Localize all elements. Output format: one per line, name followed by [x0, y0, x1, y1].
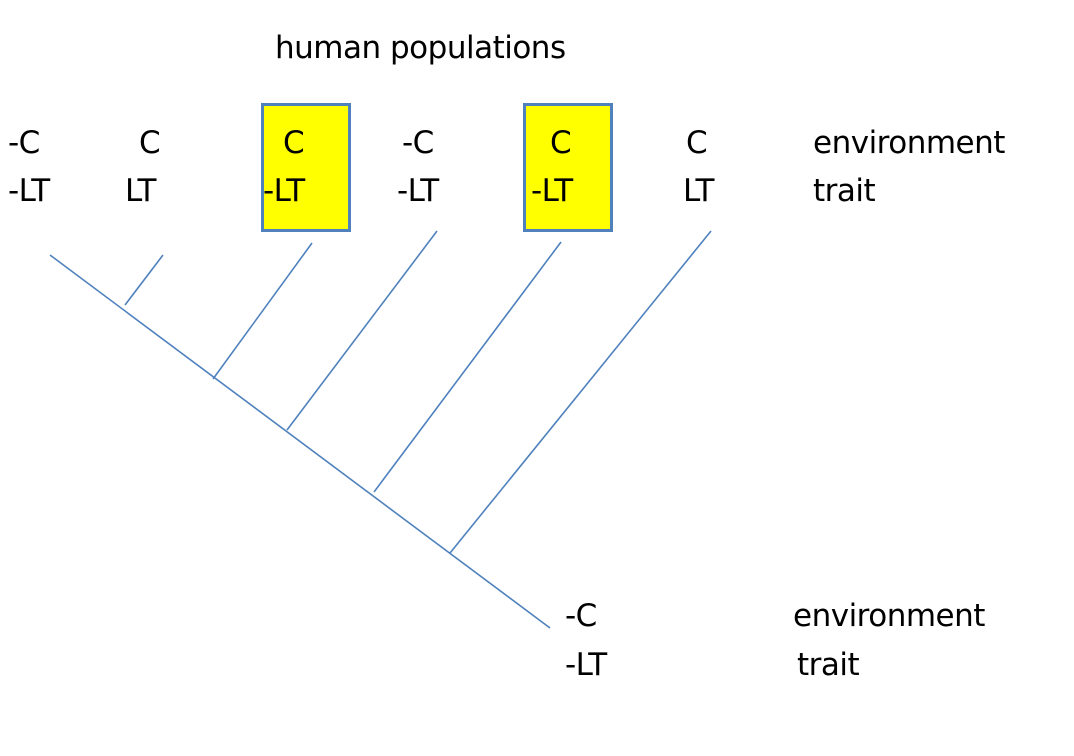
branch-line-2 — [124, 254, 164, 306]
header-environment-label: environment — [813, 125, 1005, 161]
pop-2-trait: LT — [125, 173, 156, 209]
pop-3-environment: C — [283, 125, 305, 161]
pop-6-trait: LT — [683, 173, 714, 209]
branch-line-4 — [286, 230, 438, 431]
pop-1-environment: -C — [8, 125, 40, 161]
pop-5-trait: -LT — [531, 173, 573, 209]
ancestor-environment-label: environment — [793, 598, 985, 634]
ancestor-environment: -C — [565, 598, 597, 634]
pop-3-trait: -LT — [263, 173, 305, 209]
pop-4-trait: -LT — [397, 173, 439, 209]
ancestor-trait-label: trait — [797, 647, 860, 683]
pop-1-trait: -LT — [8, 173, 50, 209]
diagram-title: human populations — [275, 30, 566, 66]
pop-6-environment: C — [686, 125, 708, 161]
header-trait-label: trait — [813, 173, 876, 209]
pop-5-environment: C — [550, 125, 572, 161]
branch-line-3 — [212, 242, 313, 380]
branch-line-6 — [449, 230, 712, 554]
pop-4-environment: -C — [402, 125, 434, 161]
highlight-box-population-3 — [261, 103, 351, 232]
ancestor-trait: -LT — [565, 647, 607, 683]
highlight-box-population-5 — [523, 103, 613, 232]
branch-line-5 — [373, 241, 562, 493]
main-trunk-line — [49, 254, 551, 629]
pop-2-environment: C — [139, 125, 161, 161]
